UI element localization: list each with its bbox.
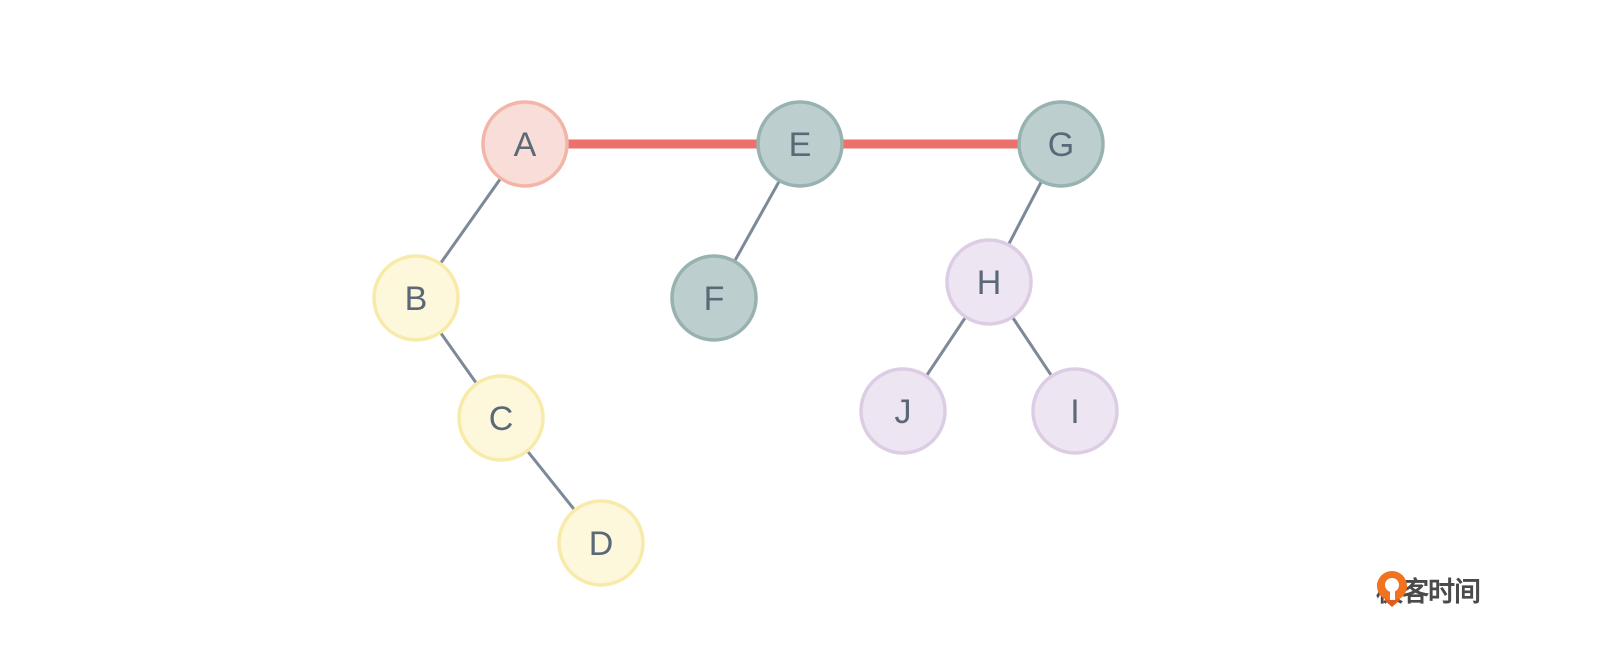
node-circle bbox=[670, 254, 758, 342]
node-h: H bbox=[945, 238, 1033, 326]
node-c: C bbox=[457, 374, 545, 462]
node-circle bbox=[1017, 100, 1105, 188]
node-circle bbox=[557, 499, 645, 587]
node-label: D bbox=[589, 525, 614, 563]
node-b: B bbox=[372, 254, 460, 342]
node-label: B bbox=[405, 280, 428, 318]
node-label: F bbox=[704, 280, 725, 318]
node-g: G bbox=[1017, 100, 1105, 188]
node-circle bbox=[945, 238, 1033, 326]
node-e: E bbox=[756, 100, 844, 188]
node-circle bbox=[457, 374, 545, 462]
geektime-logo-icon bbox=[1377, 571, 1407, 607]
node-circle bbox=[1031, 367, 1119, 455]
node-label: G bbox=[1048, 126, 1074, 164]
node-circle bbox=[756, 100, 844, 188]
node-i: I bbox=[1031, 367, 1119, 455]
node-label: C bbox=[489, 400, 514, 438]
node-f: F bbox=[670, 254, 758, 342]
node-d: D bbox=[557, 499, 645, 587]
node-circle bbox=[481, 100, 569, 188]
node-label: I bbox=[1070, 393, 1079, 431]
node-label: H bbox=[977, 264, 1002, 302]
node-a: A bbox=[481, 100, 569, 188]
geektime-logo: 极客时间 bbox=[1376, 570, 1481, 609]
node-circle bbox=[372, 254, 460, 342]
node-label: E bbox=[789, 126, 812, 164]
node-label: A bbox=[514, 126, 537, 164]
node-j: J bbox=[859, 367, 947, 455]
node-circle bbox=[859, 367, 947, 455]
node-label: J bbox=[895, 393, 912, 431]
